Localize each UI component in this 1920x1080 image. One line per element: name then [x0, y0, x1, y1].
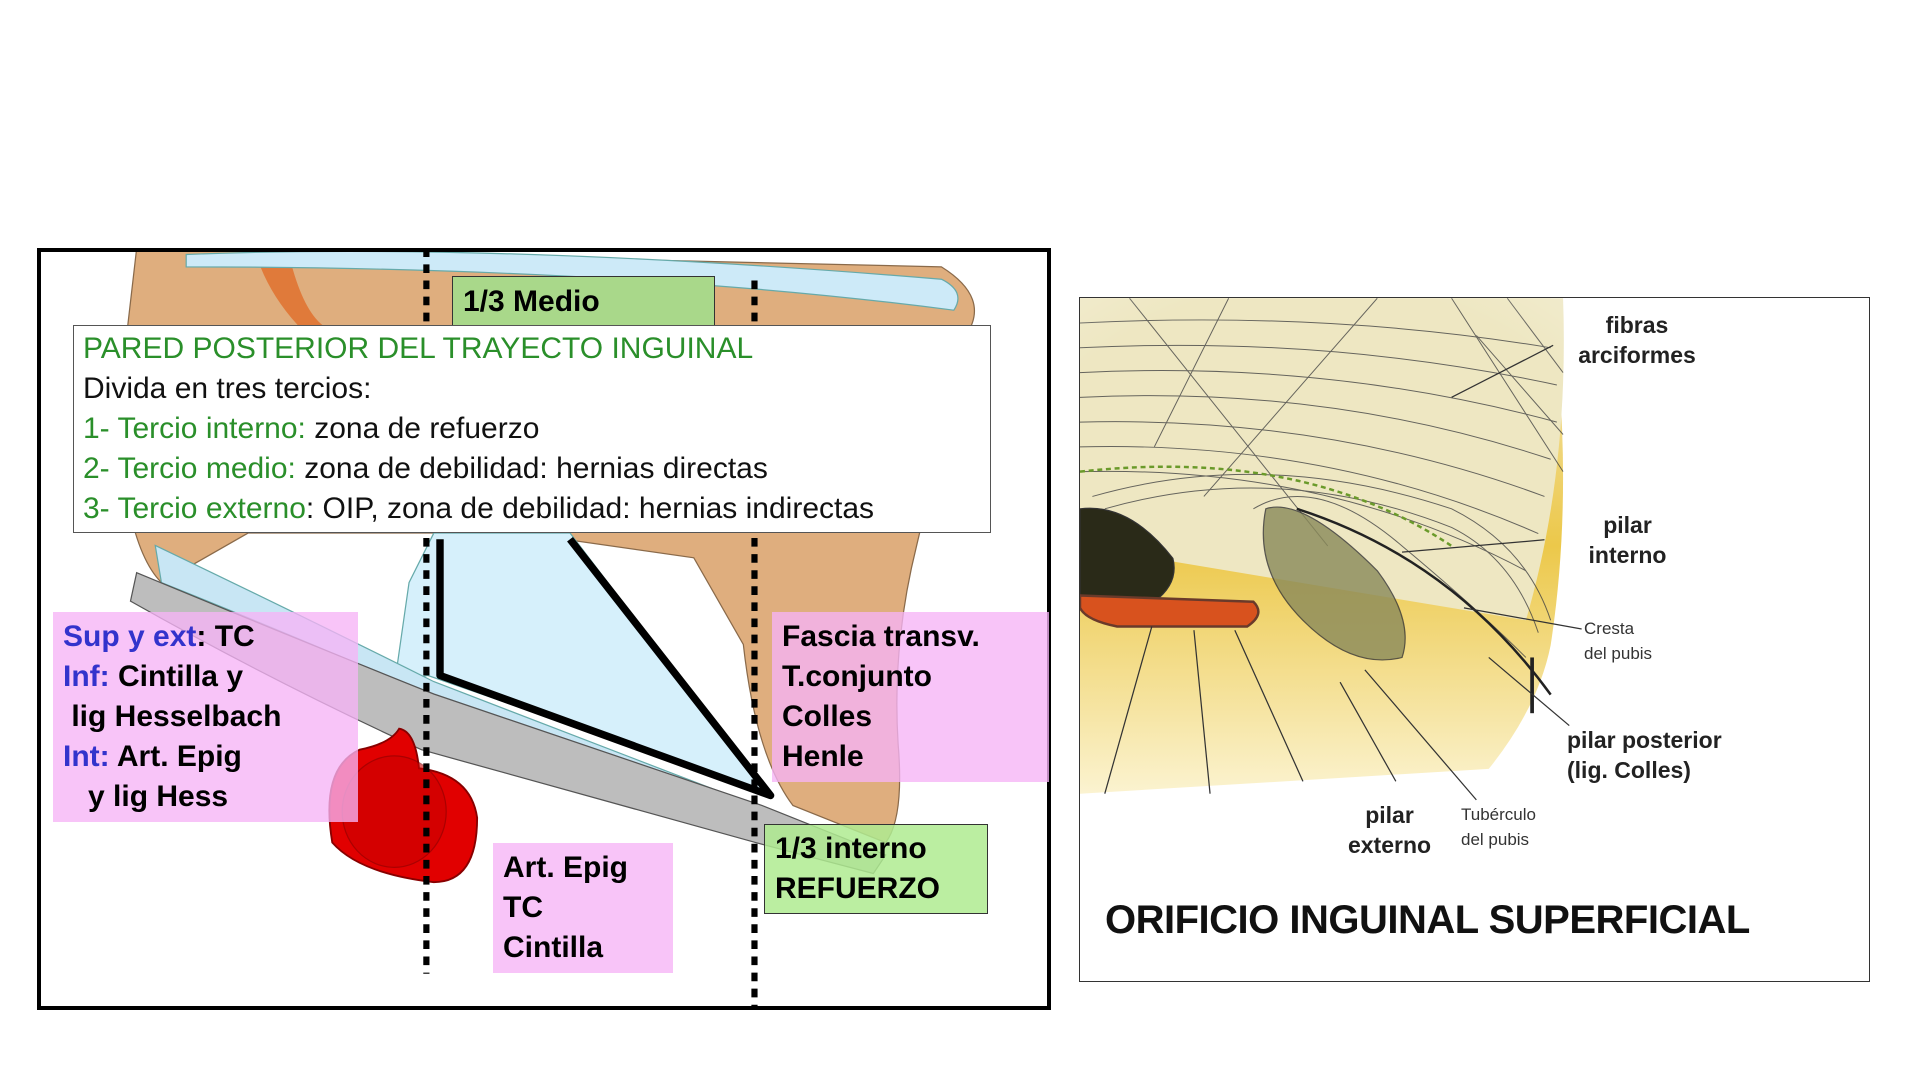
reinforcement-box: Fascia transv. T.conjunto Colles Henle: [772, 612, 1049, 782]
tercio-interno-line: REFUERZO: [775, 872, 940, 905]
label-line: Tubérculo: [1461, 805, 1536, 824]
label-line: interno: [1588, 542, 1667, 568]
reinforcement-item: Henle: [782, 740, 864, 773]
fascia-shape: [185, 252, 959, 311]
figure-title: ORIFICIO INGUINAL SUPERFICIAL: [1105, 898, 1750, 942]
structures-box: Art. Epig TC Cintilla: [493, 843, 673, 973]
label-tuberculo-pubis: Tubérculo del pubis: [1461, 802, 1536, 852]
hesselbach-triangle: [436, 536, 775, 800]
structure-item: Art. Epig: [503, 851, 628, 884]
info-item-label: 3- Tercio externo: [83, 492, 306, 525]
superficial-ring-illustration: [1080, 298, 1869, 981]
structure-item: Cintilla: [503, 931, 604, 964]
label-fibras-arciformes: fibras arciformes: [1569, 310, 1705, 370]
superficial-ring-figure: fibras arciformes pilar interno Cresta d…: [1079, 297, 1870, 982]
info-item: 2- Tercio medio: zona de debilidad: hern…: [83, 449, 981, 489]
label-line: pilar posterior: [1567, 727, 1722, 753]
posterior-wall-diagram: 1/3 Medio PARED POSTERIOR DEL TRAYECTO I…: [37, 248, 1051, 1010]
reinforcement-item: T.conjunto: [782, 660, 932, 693]
boundary-value: lig Hesselbach: [63, 700, 282, 733]
info-title: PARED POSTERIOR DEL TRAYECTO INGUINAL: [83, 332, 754, 365]
boundary-key: Sup y ext: [63, 620, 197, 653]
boundary-key: Inf:: [63, 660, 110, 693]
boundary-value: : TC: [196, 620, 255, 653]
boundary-value: Art. Epig: [109, 740, 242, 773]
boundary-value: Cintilla y: [109, 660, 243, 693]
info-item-text: zona de refuerzo: [305, 412, 540, 445]
info-item-label: 2- Tercio medio:: [83, 452, 296, 485]
reinforcement-item: Colles: [782, 700, 873, 733]
reinforcement-item: Fascia transv.: [782, 620, 980, 653]
tercio-interno-label: 1/3 interno REFUERZO: [764, 824, 988, 914]
label-line: arciformes: [1578, 342, 1696, 368]
info-item: 3- Tercio externo: OIP, zona de debilida…: [83, 489, 981, 529]
info-item-text: zona de debilidad: hernias directas: [295, 452, 768, 485]
info-item-label: 1- Tercio interno:: [83, 412, 306, 445]
boundaries-box: Sup y ext: TC Inf: Cintilla y lig Hessel…: [53, 612, 358, 822]
label-line: (lig. Colles): [1567, 757, 1691, 783]
label-line: pilar: [1365, 802, 1414, 828]
label-pilar-posterior: pilar posterior (lig. Colles): [1567, 725, 1722, 785]
info-item-text: : OIP, zona de debilidad: hernias indire…: [305, 492, 875, 525]
label-line: fibras: [1605, 312, 1669, 338]
boundary-value: y lig Hess: [63, 780, 229, 813]
label-line: pilar: [1603, 512, 1652, 538]
label-line: del pubis: [1584, 644, 1653, 663]
label-line: del pubis: [1461, 830, 1530, 849]
info-subtitle: Divida en tres tercios:: [83, 372, 372, 405]
label-pilar-interno: pilar interno: [1575, 510, 1680, 570]
label-pilar-externo: pilar externo: [1334, 800, 1445, 860]
tercio-interno-line: 1/3 interno: [775, 832, 927, 865]
boundary-key: Int:: [63, 740, 110, 773]
structure-item: TC: [503, 891, 543, 924]
label-line: externo: [1347, 832, 1432, 858]
orange-band: [260, 264, 323, 326]
label-line: Cresta: [1584, 619, 1635, 638]
info-box: PARED POSTERIOR DEL TRAYECTO INGUINAL Di…: [73, 325, 991, 533]
info-item: 1- Tercio interno: zona de refuerzo: [83, 409, 981, 449]
label-cresta-pubis: Cresta del pubis: [1584, 616, 1652, 666]
tercio-medio-label: 1/3 Medio: [452, 276, 715, 330]
